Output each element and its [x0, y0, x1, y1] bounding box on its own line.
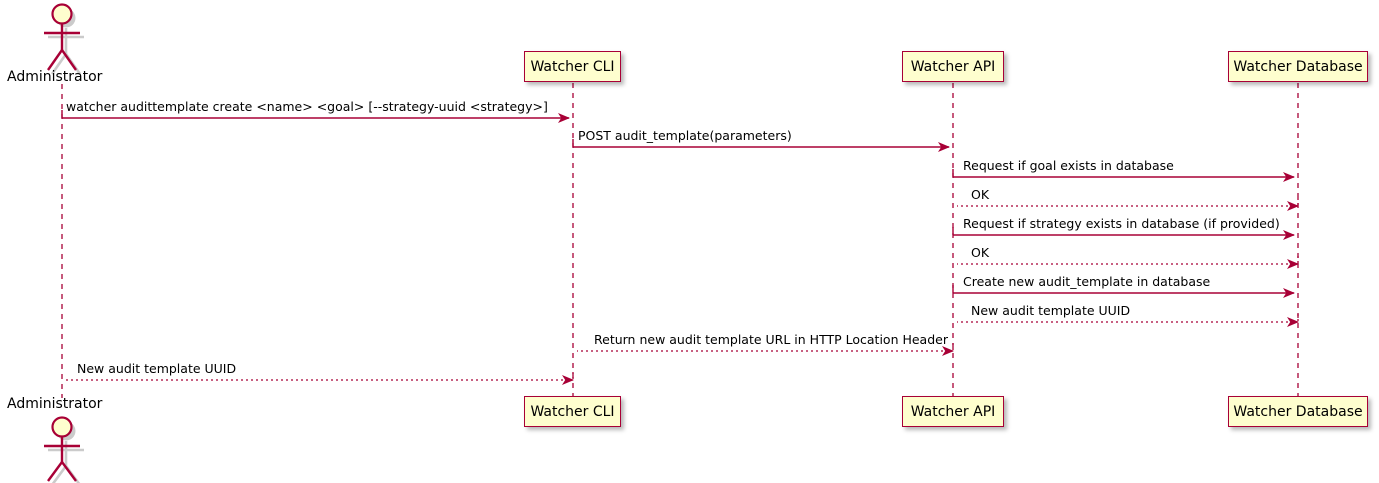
participant-box-watcher-api-bottom[interactable]: Watcher API [902, 396, 1004, 427]
message-label-7: Create new audit_template in database [963, 274, 1211, 289]
actor-administrator-top [44, 3, 84, 75]
participant-box-watcher-cli-bottom[interactable]: Watcher CLI [524, 396, 621, 427]
actor-head-icon [51, 3, 73, 25]
participant-box-watcher-api-top[interactable]: Watcher API [902, 51, 1004, 82]
participant-label: Watcher Database [1233, 403, 1363, 420]
participant-label: Watcher API [910, 58, 996, 75]
actor-label-administrator-top: Administrator [7, 69, 103, 85]
participant-label: Watcher CLI [530, 403, 615, 420]
message-label-4: OK [971, 187, 990, 202]
message-label-2: POST audit_template(parameters) [578, 128, 792, 143]
participant-box-watcher-cli-top[interactable]: Watcher CLI [524, 51, 621, 82]
actor-head-icon [51, 416, 73, 438]
message-label-8: New audit template UUID [971, 303, 1131, 318]
message-label-3: Request if goal exists in database [963, 158, 1174, 173]
message-label-10: New audit template UUID [77, 361, 237, 376]
participant-box-watcher-database-bottom[interactable]: Watcher Database [1228, 396, 1368, 427]
participant-label: Watcher API [910, 403, 996, 420]
participant-label: Watcher Database [1233, 58, 1363, 75]
message-label-9: Return new audit template URL in HTTP Lo… [594, 332, 948, 347]
message-label-1: watcher audittemplate create <name> <goa… [66, 99, 548, 114]
message-label-6: OK [971, 245, 990, 260]
message-label-5: Request if strategy exists in database (… [963, 216, 1280, 231]
message-arrows [61, 110, 1299, 385]
actor-administrator-bottom [44, 416, 84, 483]
participant-box-watcher-database-top[interactable]: Watcher Database [1228, 51, 1368, 82]
participant-label: Watcher CLI [530, 58, 615, 75]
actor-label-administrator-bottom: Administrator [7, 396, 103, 412]
